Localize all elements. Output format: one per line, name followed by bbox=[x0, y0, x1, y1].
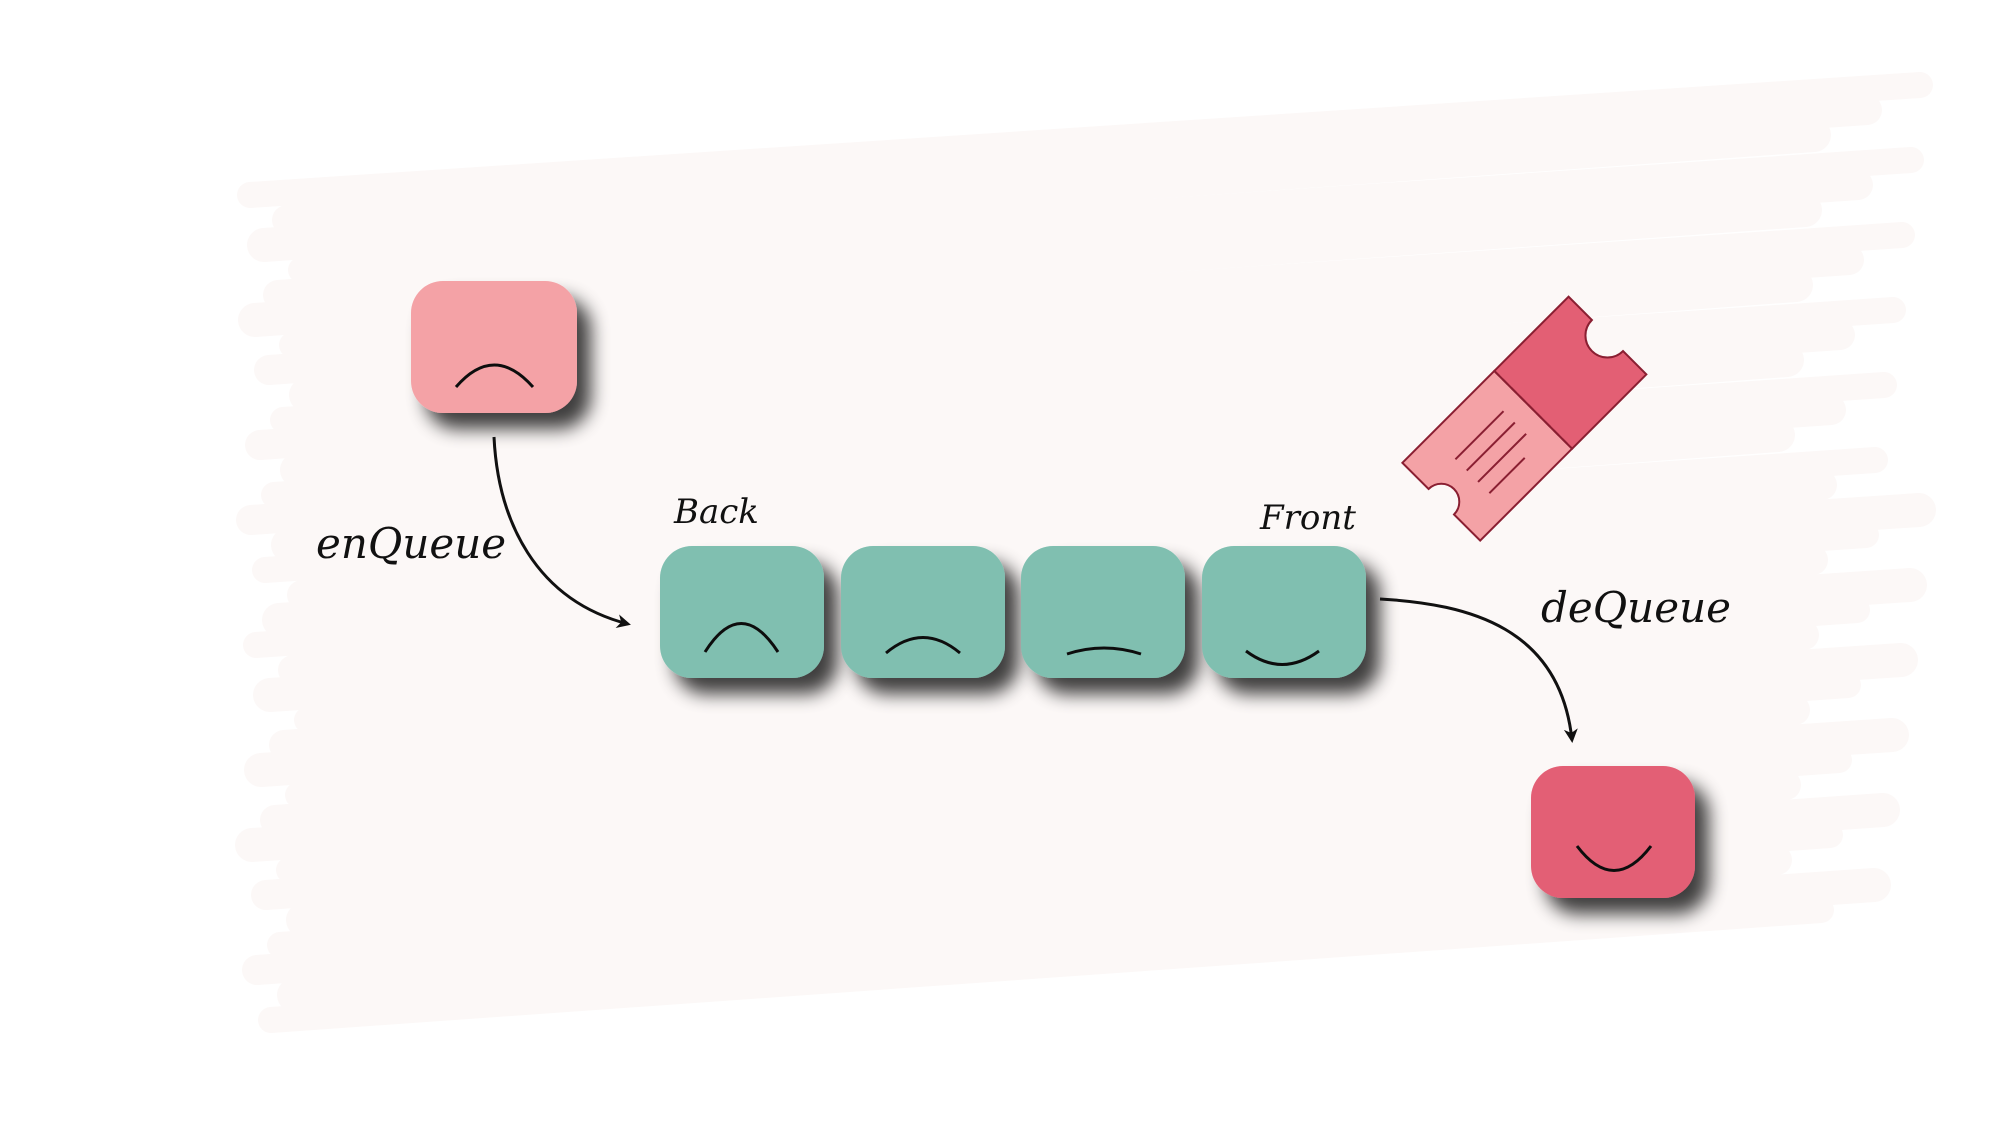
queue-item bbox=[660, 546, 824, 678]
queue-item-box bbox=[1021, 546, 1185, 678]
ticket-text-line bbox=[1454, 410, 1505, 460]
queue bbox=[660, 546, 1366, 678]
queue-item-box bbox=[1202, 546, 1366, 678]
brush-stroke bbox=[237, 72, 1933, 208]
queue-item-box bbox=[841, 546, 1005, 678]
brush-stroke bbox=[235, 718, 1909, 862]
slightly-sad-face-mouth-icon bbox=[885, 636, 961, 655]
brush-stroke bbox=[288, 147, 1924, 283]
brush-stroke bbox=[258, 897, 1834, 1033]
brush-stroke bbox=[244, 643, 1918, 787]
brush-stroke bbox=[242, 845, 1792, 985]
queue-item bbox=[841, 546, 1005, 678]
incoming-item bbox=[411, 281, 577, 413]
brush-stroke bbox=[252, 447, 1888, 583]
neutral-face-mouth-icon bbox=[1066, 646, 1142, 656]
ticket-text-line bbox=[1466, 421, 1516, 472]
outgoing-item-box bbox=[1531, 766, 1695, 898]
brush-stroke bbox=[277, 868, 1891, 1012]
dequeue-arrow bbox=[1379, 597, 1578, 743]
front-label: Front bbox=[1259, 498, 1356, 538]
brush-stroke bbox=[263, 170, 1873, 310]
ticket-icon bbox=[1400, 295, 1648, 543]
happy-face-mouth-icon bbox=[1575, 845, 1653, 872]
ticket-text-line bbox=[1477, 433, 1527, 483]
enqueue-arrow bbox=[492, 436, 631, 629]
ticket-main bbox=[1492, 295, 1648, 451]
sad-face-mouth-icon bbox=[454, 363, 535, 388]
back-label: Back bbox=[673, 492, 759, 532]
brush-stroke bbox=[247, 118, 1831, 262]
ticket-perforation bbox=[1493, 370, 1573, 450]
brush-stroke bbox=[272, 95, 1882, 235]
dequeue-label: deQueue bbox=[1541, 583, 1731, 632]
brush-stroke bbox=[287, 470, 1837, 610]
ticket-text-line bbox=[1488, 457, 1526, 494]
sad-face-mouth-icon bbox=[703, 622, 780, 653]
ticket-stub bbox=[1400, 369, 1574, 543]
queue-item-box bbox=[660, 546, 824, 678]
brush-stroke bbox=[285, 672, 1861, 808]
brush-stroke bbox=[269, 620, 1819, 760]
incoming-item-box bbox=[411, 281, 577, 413]
brush-stroke bbox=[260, 695, 1810, 835]
queue-item bbox=[1202, 546, 1366, 678]
queue-item bbox=[1021, 546, 1185, 678]
outgoing-item bbox=[1531, 766, 1695, 898]
slightly-happy-face-mouth-icon bbox=[1245, 649, 1320, 666]
enqueue-label: enQueue bbox=[316, 519, 506, 568]
